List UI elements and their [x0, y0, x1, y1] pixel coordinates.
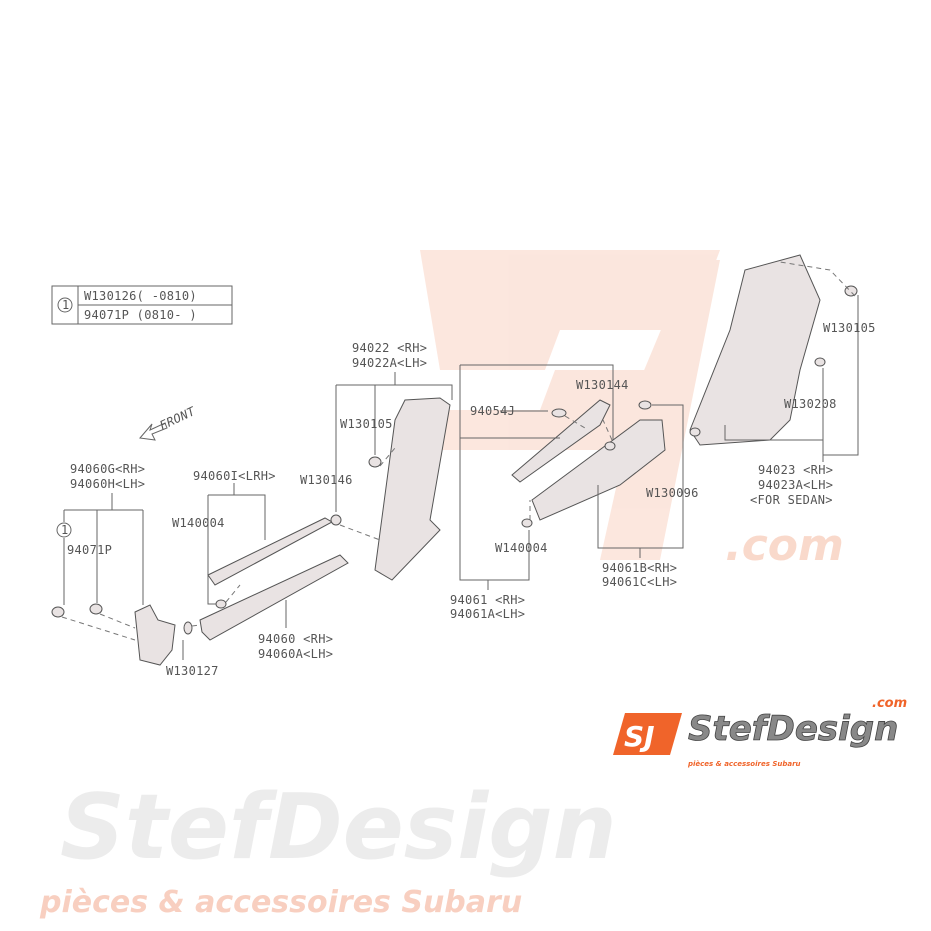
logo-mark: SJ — [624, 720, 655, 753]
legend-row: W130126( -0810) — [84, 289, 197, 303]
label-w130208: W130208 — [784, 397, 837, 411]
legend-marker: 1 — [62, 298, 70, 312]
label-w130105: W130105 — [823, 321, 876, 335]
brand-logo: SJ StefDesign .com pièces & accessoires … — [613, 696, 907, 768]
legend-row: 94071P (0810- ) — [84, 308, 197, 322]
label-w130144: W130144 — [576, 378, 629, 392]
label-94060a: 94060A<LH> — [258, 647, 333, 661]
front-arrow-icon: FRONT — [139, 404, 198, 441]
label-94023a: 94023A<LH> — [758, 478, 833, 492]
leader-lines — [61, 261, 859, 660]
label-w130146: W130146 — [300, 473, 353, 487]
label-94060i: 94060I<LRH> — [193, 469, 276, 483]
label-94060h: 94060H<LH> — [70, 477, 145, 491]
label-w130127: W130127 — [166, 664, 219, 678]
logo-brand: StefDesign — [688, 709, 898, 749]
label-94023: 94023 <RH> — [758, 463, 833, 477]
part-labels: 94060G<RH> 94060H<LH> 1 94071P 94060I<LR… — [56, 321, 876, 678]
label-94061: 94061 <RH> — [450, 593, 525, 607]
logo-tagline: pièces & accessoires Subaru — [687, 760, 801, 768]
label-94022a: 94022A<LH> — [352, 356, 427, 370]
logo-domain: .com — [872, 696, 907, 711]
label-94061b: 94061B<RH> — [602, 561, 677, 575]
label-94060g: 94060G<RH> — [70, 462, 145, 476]
watermark-domain: .com — [725, 520, 844, 571]
label-94071p: 94071P — [67, 543, 112, 557]
parts-drawing — [51, 254, 858, 666]
label-94022: 94022 <RH> — [352, 341, 427, 355]
label-94054j: 94054J — [470, 404, 515, 418]
label-w140004: W140004 — [172, 516, 225, 530]
label-w130096: W130096 — [646, 486, 699, 500]
label-w130105: W130105 — [340, 417, 393, 431]
label-94060: 94060 <RH> — [258, 632, 333, 646]
label-94061c: 94061C<LH> — [602, 575, 677, 589]
watermark-brand: StefDesign — [60, 775, 617, 880]
legend-table: 1 W130126( -0810) 94071P (0810- ) — [51, 285, 233, 325]
label-94061a: 94061A<LH> — [450, 607, 525, 621]
watermark-tagline: pièces & accessoires Subaru — [39, 885, 522, 920]
label-for-sedan: <FOR SEDAN> — [750, 493, 833, 507]
label-w140004: W140004 — [495, 541, 548, 555]
circle-marker: 1 — [61, 523, 69, 537]
front-label: FRONT — [157, 404, 197, 433]
watermark-logo — [400, 250, 720, 560]
